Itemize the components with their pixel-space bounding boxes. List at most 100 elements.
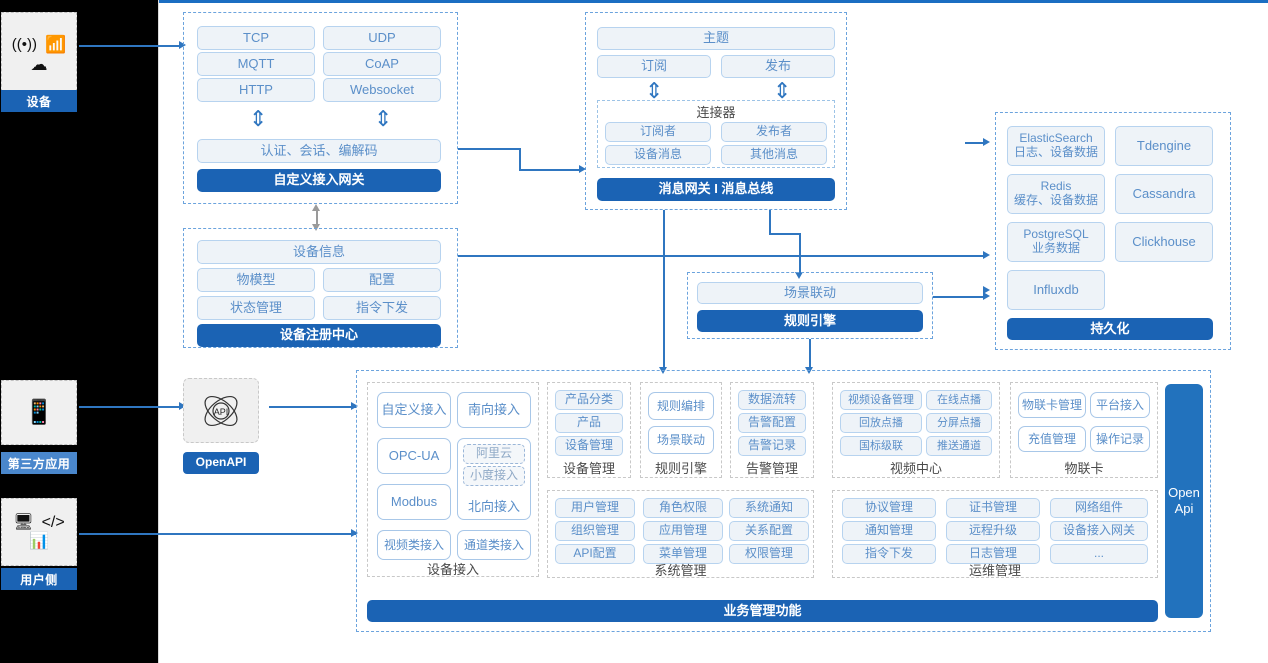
vc-gb-cascade[interactable]: 国标级联 [840, 436, 922, 456]
custom-access-gateway-bar[interactable]: 自定义接入网关 [197, 169, 441, 192]
re-rule-orchestration[interactable]: 规则编排 [648, 392, 714, 420]
storage-influxdb[interactable]: Influxdb [1007, 270, 1105, 310]
auth-session-codec[interactable]: 认证、会话、编解码 [197, 139, 441, 163]
am-alarm-record[interactable]: 告警记录 [738, 436, 806, 456]
om-more[interactable]: ... [1050, 544, 1148, 564]
om-device-access-gateway[interactable]: 设备接入网关 [1050, 521, 1148, 541]
iot-recharge-management[interactable]: 充值管理 [1018, 426, 1086, 452]
sm-app-management[interactable]: 应用管理 [643, 521, 723, 541]
sm-api-config[interactable]: API配置 [555, 544, 635, 564]
publish-pill[interactable]: 发布 [721, 55, 835, 78]
rail-label-user-side-text: 用户侧 [20, 572, 58, 587]
topic-pill[interactable]: 主题 [597, 27, 835, 50]
protocol-udp[interactable]: UDP [323, 26, 441, 50]
storage-elasticsearch-name: ElasticSearch [1019, 131, 1093, 146]
re-scene-linkage[interactable]: 场景联动 [648, 426, 714, 454]
command-dispatch-pill[interactable]: 指令下发 [323, 296, 441, 320]
vc-push-channel[interactable]: 推送通道 [926, 436, 992, 456]
sm-user-management[interactable]: 用户管理 [555, 498, 635, 518]
access-custom-label: 自定义接入 [381, 402, 447, 418]
protocol-tcp[interactable]: TCP [197, 26, 315, 50]
openapi-label-bar[interactable]: OpenAPI [183, 452, 259, 474]
connector-device-message[interactable]: 设备消息 [605, 145, 711, 165]
connector-other-message[interactable]: 其他消息 [721, 145, 827, 165]
vc-playback[interactable]: 回放点播 [840, 413, 922, 433]
state-management-pill[interactable]: 状态管理 [197, 296, 315, 320]
rail-card-third-party-app: 📱 [1, 380, 77, 445]
persistence-bar[interactable]: 持久化 [1007, 318, 1213, 340]
vc-video-device-management[interactable]: 视频设备管理 [840, 390, 922, 410]
message-gateway-bar[interactable]: 消息网关 I 消息总线 [597, 178, 835, 201]
om-more-label: ... [1093, 546, 1104, 561]
connector-subscriber[interactable]: 订阅者 [605, 122, 711, 142]
custom-access-gateway-label: 自定义接入网关 [273, 172, 365, 188]
dm-product[interactable]: 产品 [555, 413, 623, 433]
business-column-title-alarm-management-text: 告警管理 [745, 460, 798, 476]
vc-online-play[interactable]: 在线点播 [926, 390, 992, 410]
sm-menu-management[interactable]: 菜单管理 [643, 544, 723, 564]
business-column-title-alarm-management: 告警管理 [730, 459, 814, 476]
storage-tdengine[interactable]: Tdengine [1115, 126, 1213, 166]
sm-permission-management[interactable]: 权限管理 [729, 544, 809, 564]
protocol-websocket[interactable]: Websocket [323, 78, 441, 102]
openapi-side-bar[interactable]: Open Api [1165, 384, 1203, 618]
om-remote-upgrade[interactable]: 远程升级 [946, 521, 1040, 541]
protocol-mqtt[interactable]: MQTT [197, 52, 315, 76]
business-column-ops-management [832, 490, 1158, 578]
double-arrow-right-icon: ⇕ [374, 106, 393, 131]
am-data-flow[interactable]: 数据流转 [738, 390, 806, 410]
om-certificate-management[interactable]: 证书管理 [946, 498, 1040, 518]
access-video[interactable]: 视频类接入 [377, 530, 451, 560]
om-protocol-management[interactable]: 协议管理 [842, 498, 936, 518]
business-column-title-video-center: 视频中心 [832, 459, 1000, 476]
storage-cassandra[interactable]: Cassandra [1115, 174, 1213, 214]
vc-split-screen-play[interactable]: 分屏点播 [926, 413, 992, 433]
storage-postgresql[interactable]: PostgreSQL 业务数据 [1007, 222, 1105, 262]
access-channel[interactable]: 通道类接入 [457, 530, 531, 560]
dm-product-category[interactable]: 产品分类 [555, 390, 623, 410]
connector-into-persistence-top [965, 142, 985, 144]
access-opcua[interactable]: OPC-UA [377, 438, 451, 474]
om-notification-management[interactable]: 通知管理 [842, 521, 936, 541]
sm-org-management[interactable]: 组织管理 [555, 521, 635, 541]
am-alarm-config[interactable]: 告警配置 [738, 413, 806, 433]
rule-engine-label: 规则引擎 [783, 312, 836, 328]
connector-publisher[interactable]: 发布者 [721, 122, 827, 142]
arrow-device-to-gateway [179, 41, 186, 49]
om-log-management[interactable]: 日志管理 [946, 544, 1040, 564]
access-southbound[interactable]: 南向接入 [457, 392, 531, 428]
subscribe-pill[interactable]: 订阅 [597, 55, 711, 78]
storage-postgresql-desc: 业务数据 [1031, 241, 1080, 255]
access-modbus[interactable]: Modbus [377, 484, 451, 520]
om-command-dispatch[interactable]: 指令下发 [842, 544, 936, 564]
protocol-coap[interactable]: CoAP [323, 52, 441, 76]
device-registry-bar[interactable]: 设备注册中心 [197, 324, 441, 347]
storage-redis[interactable]: Redis 缓存、设备数据 [1007, 174, 1105, 214]
iot-operation-record[interactable]: 操作记录 [1090, 426, 1150, 452]
dm-device-management[interactable]: 设备管理 [555, 436, 623, 456]
config-pill[interactable]: 配置 [323, 268, 441, 292]
rail-label-third-party-app-text: 第三方应用 [7, 456, 71, 471]
vc-online-play-label: 在线点播 [937, 393, 981, 406]
business-management-bar[interactable]: 业务管理功能 [367, 600, 1158, 622]
om-network-component[interactable]: 网络组件 [1050, 498, 1148, 518]
thing-model-label: 物模型 [236, 271, 276, 287]
storage-elasticsearch[interactable]: ElasticSearch 日志、设备数据 [1007, 126, 1105, 166]
access-aliyun[interactable]: 阿里云 [463, 444, 525, 464]
protocol-http[interactable]: HTTP [197, 78, 315, 102]
sm-relation-config[interactable]: 关系配置 [729, 521, 809, 541]
access-custom[interactable]: 自定义接入 [377, 392, 451, 428]
sm-system-notification[interactable]: 系统通知 [729, 498, 809, 518]
thing-model-pill[interactable]: 物模型 [197, 268, 315, 292]
device-registry-label: 设备注册中心 [279, 327, 358, 343]
iot-platform-access[interactable]: 平台接入 [1090, 392, 1150, 418]
sm-role-permission[interactable]: 角色权限 [643, 498, 723, 518]
iot-card-management[interactable]: 物联卡管理 [1018, 392, 1086, 418]
access-northbound-label: 北向接入 [467, 499, 520, 515]
rule-engine-bar[interactable]: 规则引擎 [697, 310, 923, 332]
connector-title-text: 连接器 [696, 104, 736, 120]
storage-clickhouse[interactable]: Clickhouse [1115, 222, 1213, 262]
device-info-pill[interactable]: 设备信息 [197, 240, 441, 264]
access-xiaodu[interactable]: 小度接入 [463, 466, 525, 486]
scene-linkage-pill[interactable]: 场景联动 [697, 282, 923, 304]
